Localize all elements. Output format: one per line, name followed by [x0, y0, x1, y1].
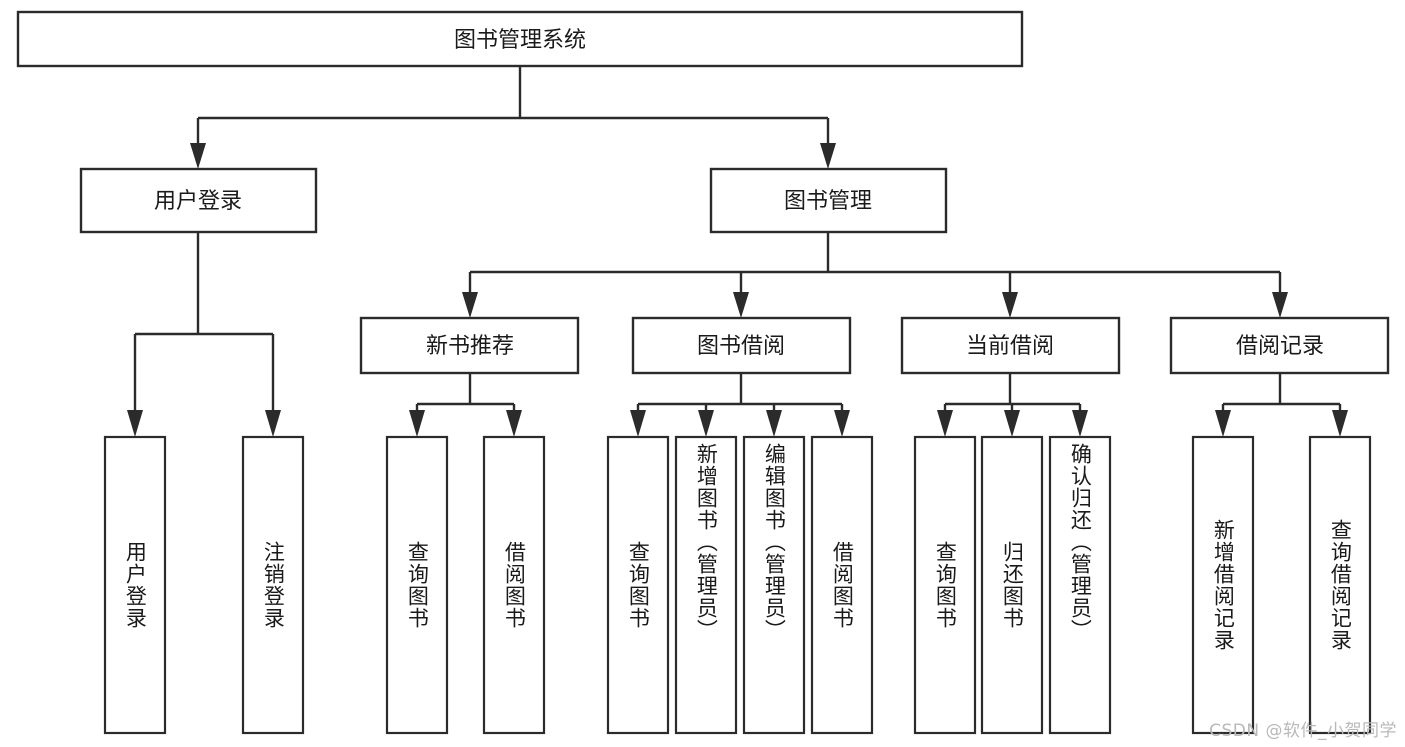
arrow-head-leaf-bb-1 — [630, 410, 646, 437]
node-book-borrow-box[interactable] — [631, 316, 852, 375]
leaf-box-book-borrow-4[interactable] — [810, 435, 874, 735]
arrow-head-leaf-cb-3 — [1072, 410, 1088, 437]
node-current-borrow[interactable]: 当前借阅 — [900, 316, 1121, 375]
arrow-head-book-manage — [820, 143, 836, 169]
arrow-head-user-login — [190, 143, 206, 169]
node-book-manage-label: 图书管理 — [784, 189, 872, 214]
arrow-head-leaf-bb-3 — [766, 410, 782, 437]
arrow-head-new-book-recommend — [462, 292, 478, 318]
leaf-box-book-borrow-2[interactable] — [674, 435, 738, 735]
node-book-manage[interactable]: 图书管理 — [709, 167, 948, 234]
leaf-box-new-book-recommend-2[interactable] — [482, 435, 546, 735]
node-book-borrow[interactable]: 图书借阅 — [631, 316, 852, 375]
arrow-head-borrow-record — [1272, 292, 1288, 318]
arrow-head-leaf-br-2 — [1332, 410, 1348, 437]
node-root-box[interactable] — [16, 10, 1024, 68]
arrow-head-leaf-bb-2 — [698, 410, 714, 437]
leaf-box-current-borrow-1[interactable] — [913, 435, 977, 735]
leaf-box-borrow-record-1[interactable] — [1191, 435, 1255, 735]
csdn-watermark: CSDN @软件_小贺同学 — [1209, 721, 1397, 741]
arrow-head-leaf-cb-1 — [937, 410, 953, 437]
connector-layer — [127, 66, 1348, 437]
arrow-head-leaf-cb-2 — [1004, 410, 1020, 437]
node-user-login[interactable]: 用户登录 — [79, 167, 318, 234]
arrow-head-leaf-user-login-2 — [265, 410, 281, 437]
node-root[interactable]: 图书管理系统 — [16, 10, 1024, 68]
leaf-box-user-login-2[interactable] — [241, 435, 305, 735]
leaf-box-current-borrow-2[interactable] — [980, 435, 1044, 735]
arrow-head-leaf-user-login-1 — [127, 410, 143, 437]
node-borrow-record[interactable]: 借阅记录 — [1169, 316, 1390, 375]
node-user-login-box[interactable] — [79, 167, 318, 234]
node-current-borrow-label: 当前借阅 — [966, 334, 1054, 359]
arrow-head-current-borrow — [1002, 292, 1018, 318]
arrow-head-leaf-nbr-2 — [506, 410, 522, 437]
node-current-borrow-box[interactable] — [900, 316, 1121, 375]
leaf-box-user-login-1[interactable] — [103, 435, 167, 735]
node-new-book-recommend[interactable]: 新书推荐 — [359, 316, 580, 375]
node-book-manage-box[interactable] — [709, 167, 948, 234]
leaf-box-borrow-record-2[interactable] — [1308, 435, 1372, 735]
node-book-borrow-label: 图书借阅 — [697, 334, 785, 359]
arrow-head-leaf-br-1 — [1215, 410, 1231, 437]
node-user-login-label: 用户登录 — [154, 189, 242, 214]
node-new-book-recommend-box[interactable] — [359, 316, 580, 375]
arrow-head-leaf-nbr-1 — [409, 410, 425, 437]
node-borrow-record-box[interactable] — [1169, 316, 1390, 375]
node-root-label: 图书管理系统 — [454, 28, 586, 53]
leaf-box-book-borrow-3[interactable] — [742, 435, 806, 735]
leaf-box-book-borrow-1[interactable] — [606, 435, 670, 735]
leaf-box-layer — [103, 435, 1372, 735]
leaf-box-new-book-recommend-1[interactable] — [385, 435, 449, 735]
node-borrow-record-label: 借阅记录 — [1236, 334, 1324, 359]
node-new-book-recommend-label: 新书推荐 — [426, 334, 514, 359]
arrow-head-book-borrow — [733, 292, 749, 318]
leaf-box-current-borrow-3[interactable] — [1048, 435, 1112, 735]
arrow-head-leaf-bb-4 — [834, 410, 850, 437]
